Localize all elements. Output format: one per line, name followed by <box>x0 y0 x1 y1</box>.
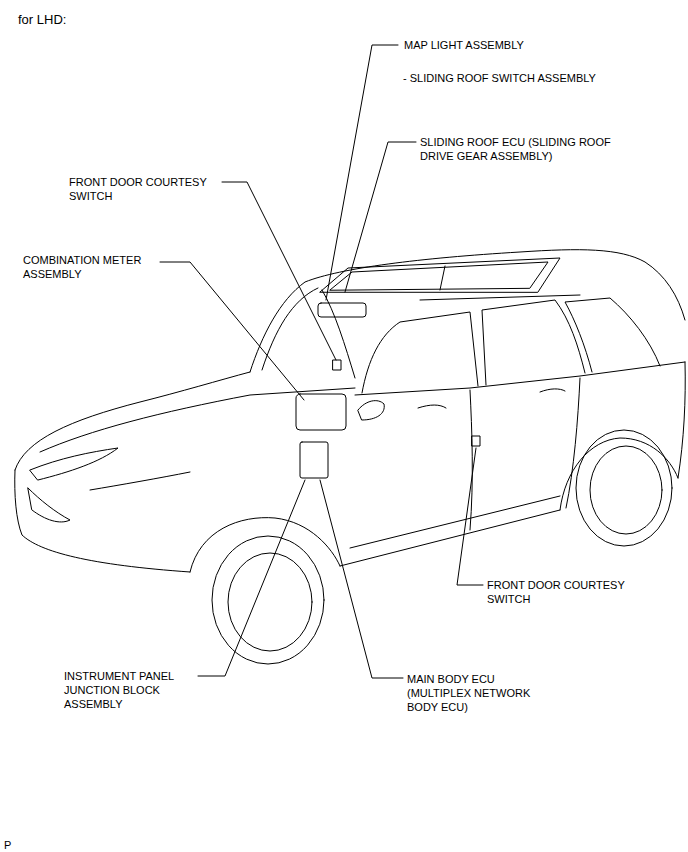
part-label: FRONT DOOR COURTESY SWITCH <box>69 175 229 203</box>
part-label: MAP LIGHT ASSEMBLY <box>404 38 664 52</box>
part-label: - SLIDING ROOF SWITCH ASSEMBLY <box>403 71 678 85</box>
part-label: SLIDING ROOF ECU (SLIDING ROOF DRIVE GEA… <box>420 135 635 163</box>
part-label: MAIN BODY ECU (MULTIPLEX NETWORK BODY EC… <box>407 672 547 714</box>
part-label: INSTRUMENT PANEL JUNCTION BLOCK ASSEMBLY <box>64 669 189 711</box>
heading: for LHD: <box>18 12 66 28</box>
part-label: P <box>4 838 44 852</box>
part-label: COMBINATION METER ASSEMBLY <box>23 253 163 281</box>
part-label: FRONT DOOR COURTESY SWITCH <box>487 578 647 606</box>
